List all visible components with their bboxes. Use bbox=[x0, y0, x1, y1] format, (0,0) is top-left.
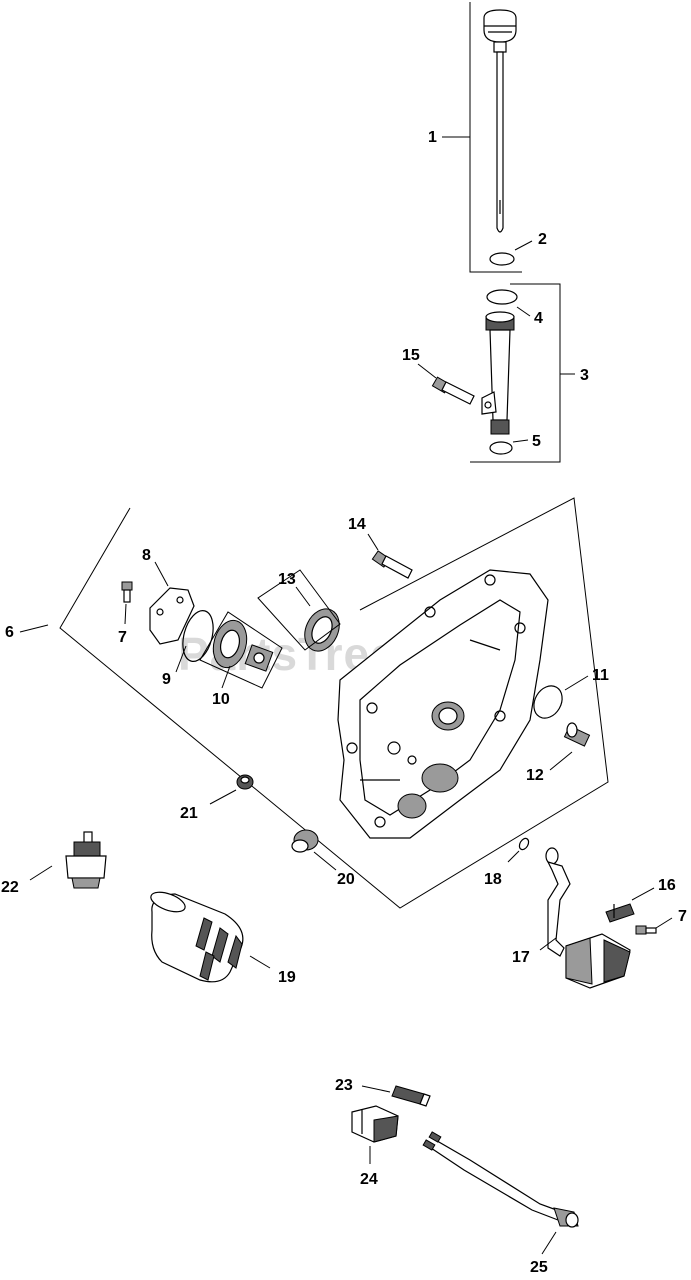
bracket-3 bbox=[470, 283, 561, 463]
o-ring-18-part[interactable] bbox=[518, 837, 531, 851]
callout-15[interactable]: 15 bbox=[402, 347, 420, 364]
callout-7b[interactable]: 7 bbox=[678, 908, 687, 925]
callout-18[interactable]: 18 bbox=[484, 871, 502, 888]
dipstick-part[interactable] bbox=[483, 9, 517, 233]
oil-filter-part[interactable] bbox=[148, 888, 244, 983]
oil-sender-part[interactable] bbox=[65, 831, 107, 889]
callout-11[interactable]: 11 bbox=[592, 667, 609, 684]
plug-21-part[interactable] bbox=[236, 774, 254, 790]
callout-17[interactable]: 17 bbox=[512, 949, 530, 966]
callout-23[interactable]: 23 bbox=[335, 1077, 353, 1094]
callout-3[interactable]: 3 bbox=[580, 367, 589, 384]
callout-9[interactable]: 9 bbox=[162, 671, 171, 688]
callout-20[interactable]: 20 bbox=[337, 871, 355, 888]
closure-plate-part[interactable] bbox=[337, 569, 549, 839]
callout-21[interactable]: 21 bbox=[180, 805, 198, 822]
closure-plate-group: 6 14 bbox=[5, 497, 609, 909]
oil-seal-part[interactable] bbox=[298, 603, 346, 656]
o-ring-11-part[interactable] bbox=[528, 681, 568, 723]
oil-pump-rotor-part[interactable] bbox=[199, 611, 283, 689]
callout-6[interactable]: 6 bbox=[5, 624, 14, 641]
bolt-14-part[interactable] bbox=[371, 550, 413, 579]
screw-7-part[interactable] bbox=[121, 581, 133, 603]
o-ring-bottom-part[interactable] bbox=[489, 441, 513, 455]
bracket-1 bbox=[469, 2, 522, 273]
callout-19[interactable]: 19 bbox=[278, 969, 296, 986]
callout-5[interactable]: 5 bbox=[532, 433, 541, 450]
screw-15-part[interactable] bbox=[431, 376, 475, 405]
oil-pickup-part[interactable] bbox=[545, 847, 631, 989]
dipstick-tube-group: 3 4 5 15 bbox=[402, 283, 589, 463]
callout-7a[interactable]: 7 bbox=[118, 629, 127, 646]
fitting-12-part[interactable] bbox=[563, 722, 591, 747]
o-ring-top-part[interactable] bbox=[486, 289, 518, 305]
drain-plug-part[interactable] bbox=[291, 829, 319, 853]
dipstick-group: 1 2 bbox=[428, 2, 547, 273]
callout-12[interactable]: 12 bbox=[526, 767, 544, 784]
terminal-23-part[interactable] bbox=[391, 1085, 431, 1107]
callout-13[interactable]: 13 bbox=[278, 571, 296, 588]
callout-16[interactable]: 16 bbox=[658, 877, 676, 894]
screw-7b-part[interactable] bbox=[635, 925, 657, 935]
callout-22[interactable]: 22 bbox=[1, 879, 19, 896]
callout-2[interactable]: 2 bbox=[538, 231, 547, 248]
callout-10[interactable]: 10 bbox=[212, 691, 230, 708]
wiring-harness-part[interactable] bbox=[422, 1131, 579, 1228]
dipstick-tube-part[interactable] bbox=[481, 311, 515, 435]
clip-16-part[interactable] bbox=[605, 903, 635, 923]
callout-4[interactable]: 4 bbox=[534, 310, 543, 327]
cover-8-part[interactable] bbox=[149, 587, 195, 645]
o-ring-part[interactable] bbox=[489, 252, 515, 266]
bracket-6 bbox=[59, 497, 609, 909]
callout-8[interactable]: 8 bbox=[142, 547, 151, 564]
callout-25[interactable]: 25 bbox=[530, 1259, 548, 1276]
connector-24-part[interactable] bbox=[351, 1105, 399, 1143]
callout-1[interactable]: 1 bbox=[428, 129, 437, 146]
callout-24[interactable]: 24 bbox=[360, 1171, 378, 1188]
callout-14[interactable]: 14 bbox=[348, 516, 366, 533]
